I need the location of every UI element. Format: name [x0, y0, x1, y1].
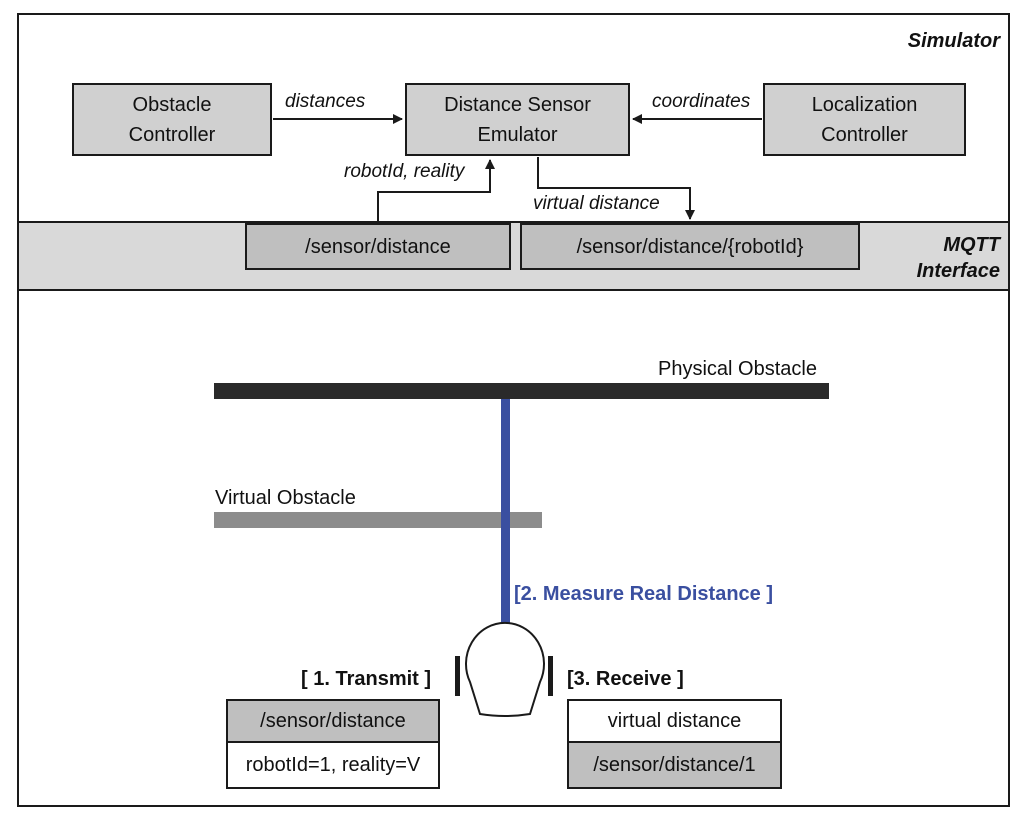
- localization-controller-line2: Controller: [821, 123, 908, 146]
- topic-sensor-distance-robot-label: /sensor/distance/{robotId}: [576, 235, 804, 258]
- transmit-payload-label: robotId=1, reality=V: [245, 754, 421, 776]
- step-receive-label: [3. Receive ]: [567, 668, 684, 690]
- edge-label-robotid-reality: robotId, reality: [344, 161, 465, 182]
- measure-beam: [501, 399, 510, 630]
- step-measure-label: [2. Measure Real Distance ]: [514, 583, 773, 605]
- mqtt-label-line2: Interface: [916, 260, 1000, 282]
- obstacle-controller-box: Obstacle Controller: [72, 83, 272, 156]
- edge-label-virtual-distance: virtual distance: [533, 193, 660, 214]
- diagram-frame: [17, 13, 1010, 807]
- mqtt-section-label: MQTT Interface: [880, 232, 1000, 284]
- receive-payload-box: virtual distance: [567, 699, 782, 743]
- emulator-line2: Emulator: [477, 123, 558, 146]
- transmit-topic-box: /sensor/distance: [226, 699, 440, 743]
- physical-obstacle-bar: [214, 383, 829, 399]
- topic-sensor-distance-label: /sensor/distance: [305, 235, 451, 258]
- transmit-payload-box: robotId=1, reality=V: [226, 741, 440, 789]
- step-transmit-label: [ 1. Transmit ]: [301, 668, 432, 690]
- virtual-obstacle-bar: [214, 512, 542, 528]
- localization-controller-box: Localization Controller: [763, 83, 966, 156]
- virtual-distance-arrow: [537, 157, 695, 220]
- distance-sensor-emulator-box: Distance Sensor Emulator: [405, 83, 630, 156]
- obstacle-controller-line1: Obstacle: [132, 93, 212, 116]
- robot-body: [465, 621, 545, 717]
- topic-sensor-distance-robot-box: /sensor/distance/{robotId}: [520, 223, 860, 270]
- receive-payload-label: virtual distance: [607, 710, 742, 732]
- virtual-obstacle-label: Virtual Obstacle: [215, 487, 356, 509]
- transmit-topic-label: /sensor/distance: [260, 710, 406, 732]
- receive-topic-box: /sensor/distance/1: [567, 741, 782, 789]
- robot-transmitter: [455, 656, 460, 696]
- edge-label-distances: distances: [285, 91, 366, 112]
- physical-obstacle-label: Physical Obstacle: [658, 358, 817, 380]
- robot-receiver: [548, 656, 553, 696]
- topic-sensor-distance-box: /sensor/distance: [245, 223, 511, 270]
- emulator-line1: Distance Sensor: [444, 93, 591, 116]
- edge-label-coordinates: coordinates: [652, 91, 751, 112]
- localization-controller-line1: Localization: [811, 93, 918, 116]
- robotid-reality-arrow: [377, 159, 495, 223]
- obstacle-controller-line2: Controller: [128, 123, 216, 146]
- mqtt-label-line1: MQTT: [943, 234, 1000, 256]
- simulator-section-label: Simulator: [907, 30, 1000, 52]
- receive-topic-label: /sensor/distance/1: [593, 754, 756, 776]
